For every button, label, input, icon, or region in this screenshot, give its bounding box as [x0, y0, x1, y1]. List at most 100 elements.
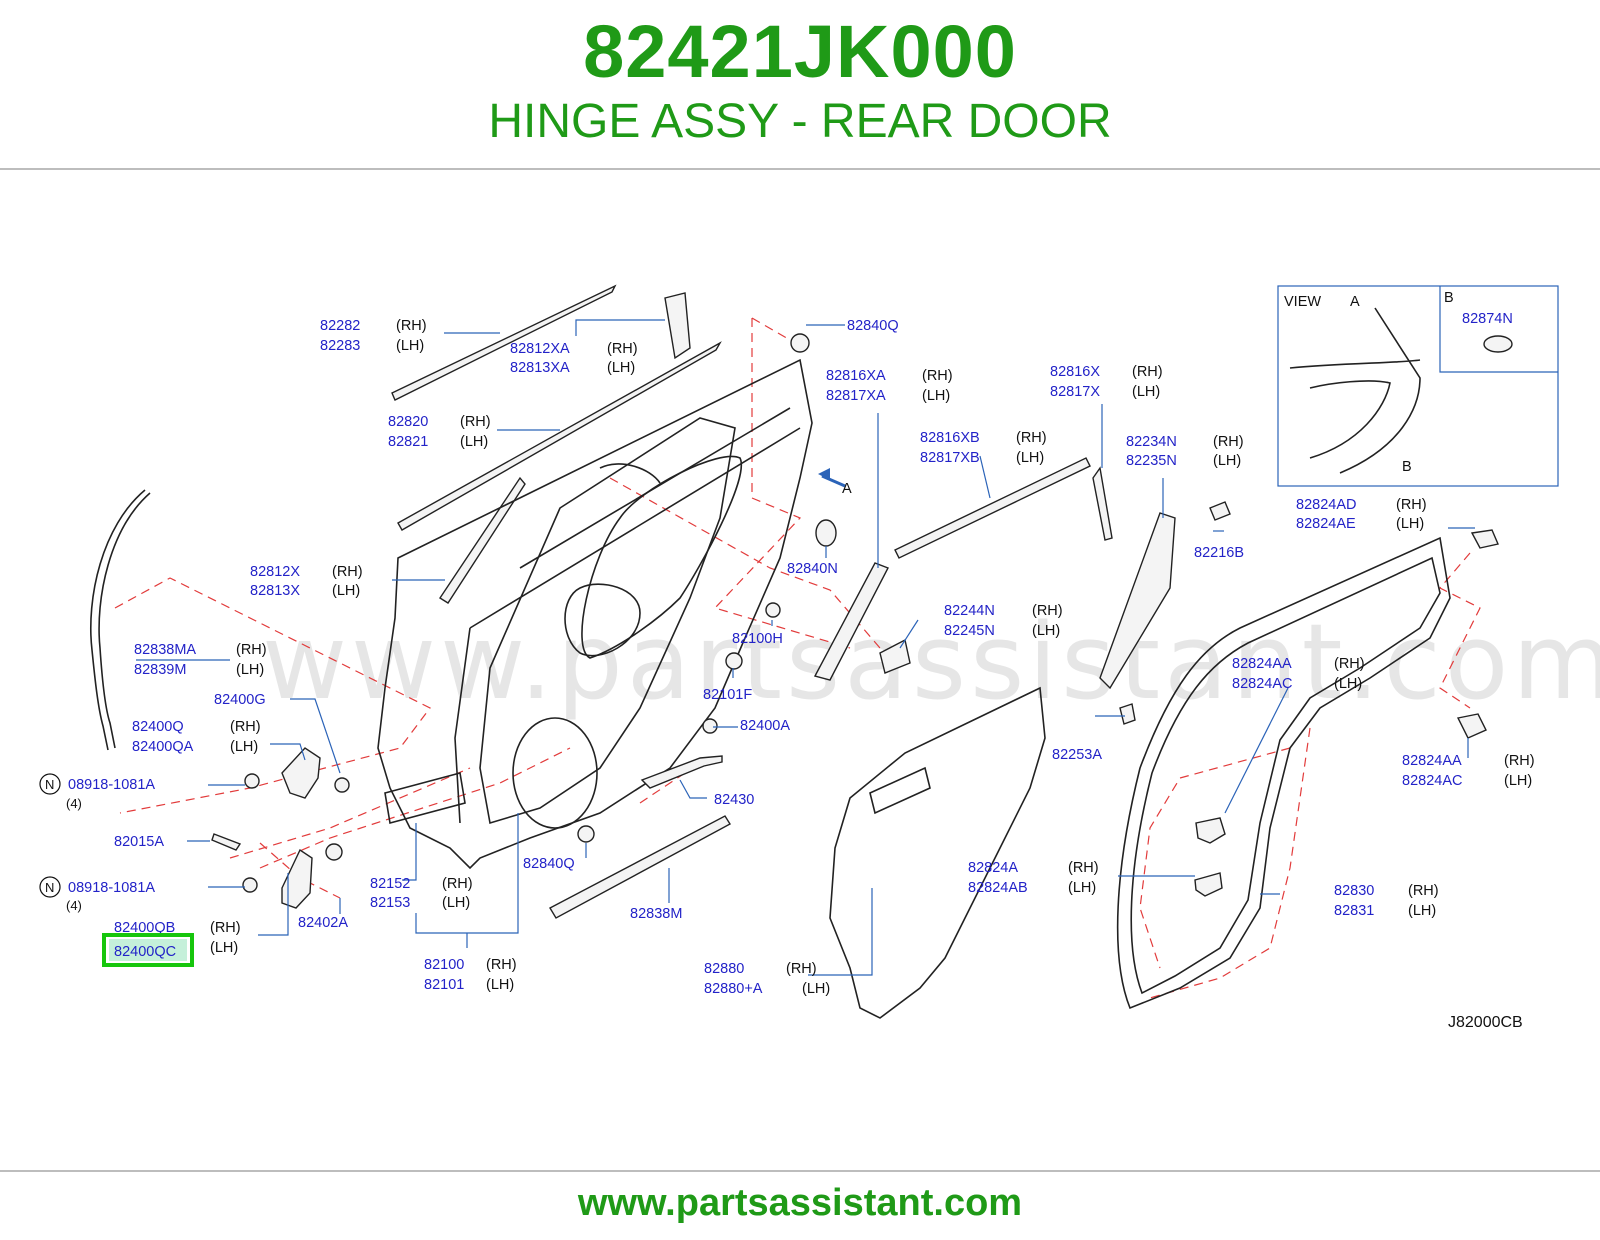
label-82880: 82880 — [704, 961, 744, 977]
label-lh: (LH) — [1504, 773, 1532, 789]
label-82838MA: 82838MA — [134, 642, 196, 658]
label-lh: (LH) — [1068, 880, 1096, 896]
view-arrow-a: A — [818, 468, 852, 497]
label-lh: (LH) — [210, 940, 238, 956]
label-08918-1081A: 08918-1081A — [68, 880, 155, 896]
label-lh: (LH) — [332, 583, 360, 599]
label-82430: 82430 — [714, 792, 754, 808]
label-82838M: 82838M — [630, 906, 682, 922]
label-lh: (LH) — [922, 388, 950, 404]
top-moldings — [391, 284, 722, 604]
label-82101F: 82101F — [703, 687, 752, 703]
trim-panel-82880 — [829, 686, 1046, 1019]
label-82840Q-bottom: 82840Q — [523, 856, 575, 872]
label-lh: (LH) — [460, 434, 488, 450]
leader-lines — [136, 319, 1475, 976]
label-82824AC: 82824AC — [1402, 773, 1462, 789]
part-labels: 82282 82283 (RH) (LH) 82812XA 82813XA (R… — [39, 318, 1535, 1031]
label-lh: (LH) — [1396, 516, 1424, 532]
hinge-upper — [244, 747, 350, 799]
sill-molding-82838M — [549, 815, 731, 919]
part-name-subtitle: HINGE ASSY - REAR DOOR — [488, 95, 1112, 148]
label-lh: (LH) — [1132, 384, 1160, 400]
label-lh: (LH) — [236, 662, 264, 678]
label-82400A: 82400A — [740, 718, 790, 734]
label-82880-plus-a: 82880+A — [704, 981, 763, 997]
view-inset: VIEW A B B 82874N — [1277, 285, 1559, 487]
label-82816XB: 82816XB — [920, 430, 980, 446]
label-82821: 82821 — [388, 434, 428, 450]
label-82100: 82100 — [424, 957, 464, 973]
label-rh: (RH) — [210, 920, 241, 936]
label-82234N: 82234N — [1126, 434, 1177, 450]
label-rh: (RH) — [922, 368, 953, 384]
label-82824AD: 82824AD — [1296, 497, 1356, 513]
arrow-label-a: A — [842, 481, 852, 497]
label-lh: (LH) — [1016, 450, 1044, 466]
label-82244N: 82244N — [944, 603, 995, 619]
label-82816X: 82816X — [1050, 364, 1100, 380]
label-82831: 82831 — [1334, 903, 1374, 919]
label-82400G: 82400G — [214, 692, 266, 708]
weatherstrip-82830 — [1116, 529, 1499, 1010]
label-lh: (LH) — [607, 360, 635, 376]
label-rh: (RH) — [1016, 430, 1047, 446]
label-82817X: 82817X — [1050, 384, 1100, 400]
label-82840N: 82840N — [787, 561, 838, 577]
page-header: 82421JK000 HINGE ASSY - REAR DOOR — [0, 0, 1600, 168]
parts-diagram: www.partsassistant.com — [39, 284, 1600, 1031]
label-lh: (LH) — [396, 338, 424, 354]
label-82235N: 82235N — [1126, 453, 1177, 469]
label-rh: (RH) — [1408, 883, 1439, 899]
footer-website-link[interactable]: www.partsassistant.com — [577, 1182, 1023, 1224]
label-82830: 82830 — [1334, 883, 1374, 899]
new-part-marker-letter: N — [45, 880, 54, 895]
label-82400QB: 82400QB — [114, 920, 175, 936]
hinge-lower — [211, 833, 343, 909]
label-lh: (LH) — [230, 739, 258, 755]
label-82824AC: 82824AC — [1232, 676, 1292, 692]
label-82824AE: 82824AE — [1296, 516, 1356, 532]
label-82824AA: 82824AA — [1402, 753, 1462, 769]
label-82824AA: 82824AA — [1232, 656, 1292, 672]
quantity-label: (4) — [66, 796, 82, 811]
label-82817XA: 82817XA — [826, 388, 886, 404]
new-part-marker-letter: N — [45, 777, 54, 792]
label-lh: (LH) — [1032, 623, 1060, 639]
grommets — [577, 333, 837, 843]
label-rh: (RH) — [230, 719, 261, 735]
label-82400Q: 82400Q — [132, 719, 184, 735]
label-lh: (LH) — [1408, 903, 1436, 919]
label-rh: (RH) — [1396, 497, 1427, 513]
new-part-marker-icon — [39, 876, 61, 898]
label-82253A: 82253A — [1052, 747, 1102, 763]
label-82015A: 82015A — [114, 834, 164, 850]
label-82839M: 82839M — [134, 662, 186, 678]
label-lh: (LH) — [1213, 453, 1241, 469]
label-82812XA: 82812XA — [510, 341, 570, 357]
view-label-a: A — [1350, 294, 1360, 310]
label-rh: (RH) — [332, 564, 363, 580]
label-82283: 82283 — [320, 338, 360, 354]
label-82152: 82152 — [370, 876, 410, 892]
label-rh: (RH) — [486, 957, 517, 973]
label-rh: (RH) — [1068, 860, 1099, 876]
watermark-text: www.partsassistant.com — [262, 601, 1600, 723]
label-rh: (RH) — [442, 876, 473, 892]
weatherstrip-82838MA — [89, 489, 151, 751]
label-rh: (RH) — [786, 961, 817, 977]
highlight-fill — [109, 939, 187, 961]
label-82400QA: 82400QA — [132, 739, 194, 755]
label-rh: (RH) — [236, 642, 267, 658]
label-rh: (RH) — [1032, 603, 1063, 619]
label-82101: 82101 — [424, 977, 464, 993]
diagram-code: J82000CB — [1448, 1014, 1523, 1031]
center-moldings — [813, 457, 1231, 725]
label-lh: (LH) — [1334, 676, 1362, 692]
label-82824A: 82824A — [968, 860, 1018, 876]
label-82840Q-top: 82840Q — [847, 318, 899, 334]
door-panel — [377, 358, 813, 870]
label-82153: 82153 — [370, 895, 410, 911]
label-rh: (RH) — [1213, 434, 1244, 450]
label-rh: (RH) — [460, 414, 491, 430]
